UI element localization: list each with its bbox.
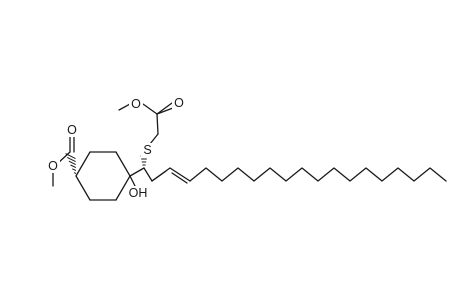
oxygen-atom-top-carbonyl: O (174, 96, 184, 110)
hashed-wedge-bond-sulfur (140, 155, 148, 166)
cyclohexane-ring (75, 151, 131, 201)
top-ester-group (118, 102, 174, 145)
oxygen-atom-left-ether: O (48, 159, 58, 173)
hydroxyl-group: OH (129, 186, 148, 200)
alkene-double-bond (151, 167, 191, 184)
oxygen-atom-top-ether: O (131, 97, 141, 111)
atom-labels: O O O O S OH (46, 96, 186, 200)
hashed-wedge-bond-left (65, 153, 77, 175)
alkyl-chain (189, 167, 447, 182)
oxygen-atom-left-carbonyl: O (67, 123, 77, 137)
sulfur-atom: S (143, 143, 151, 157)
alpha-carbon (140, 155, 167, 182)
c4-substituents (129, 167, 145, 189)
